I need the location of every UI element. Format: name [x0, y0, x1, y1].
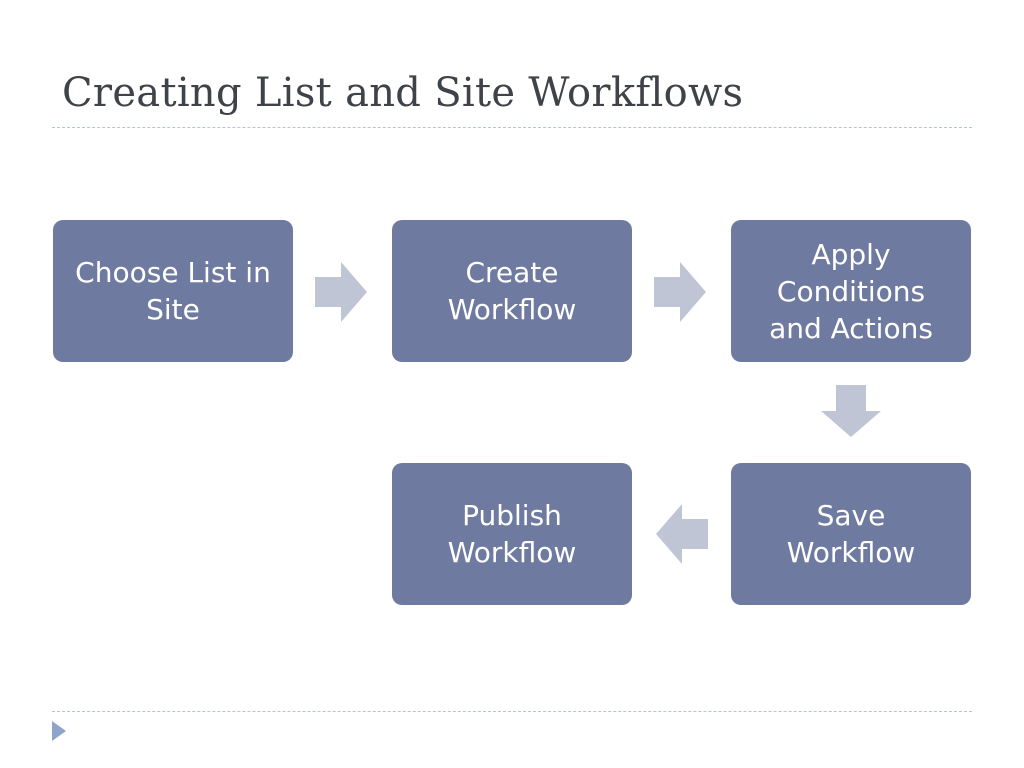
- step-apply-conditions: Apply Conditions and Actions: [731, 220, 971, 362]
- step-label: Choose List in Site: [75, 256, 271, 326]
- step-label: Publish Workflow: [447, 499, 577, 569]
- footer-divider: [52, 711, 972, 712]
- step-create-workflow: Create Workflow: [392, 220, 632, 362]
- arrow-down-icon: [821, 385, 881, 437]
- step-label: Apply Conditions and Actions: [769, 237, 933, 345]
- arrow-left-icon: [656, 504, 708, 564]
- arrow-right-icon: [654, 262, 706, 322]
- arrow-right-icon: [315, 262, 367, 322]
- step-label: Create Workflow: [447, 256, 577, 326]
- step-label: Save Workflow: [786, 499, 916, 569]
- slide-title: Creating List and Site Workflows: [62, 70, 744, 116]
- title-divider: [52, 127, 972, 128]
- step-publish-workflow: Publish Workflow: [392, 463, 632, 605]
- triangle-bullet-icon: [52, 721, 66, 741]
- step-save-workflow: Save Workflow: [731, 463, 971, 605]
- step-choose-list: Choose List in Site: [53, 220, 293, 362]
